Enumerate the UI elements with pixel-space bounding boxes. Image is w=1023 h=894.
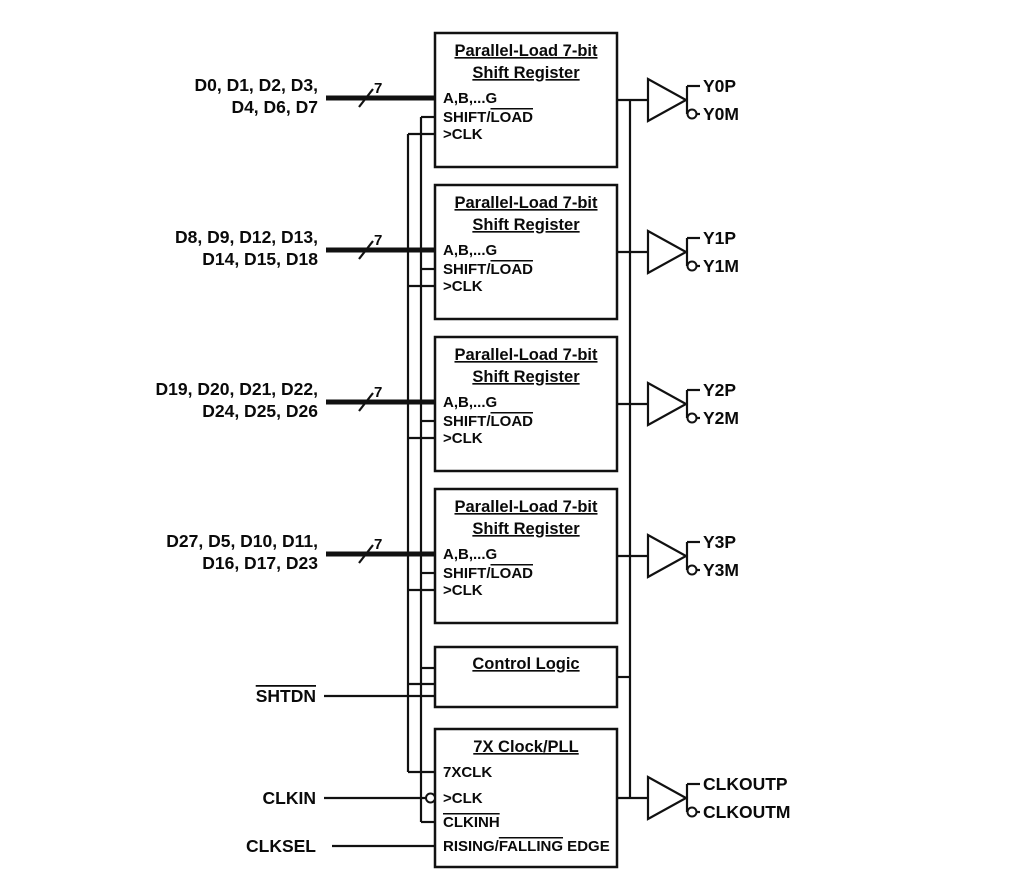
block-title: 7X Clock/PLL	[473, 738, 578, 756]
inversion-bubble-icon	[686, 564, 698, 576]
lvds-output-buffer-2: Y2P Y2M	[617, 380, 739, 428]
register-wires	[326, 392, 435, 440]
pin-clk: >CLK	[443, 430, 483, 447]
pin-clkinh: CLKINH	[443, 814, 500, 831]
pin-data-inputs: A,B,...G	[443, 90, 497, 107]
output-label-m: Y0M	[703, 104, 739, 124]
clksel-input-label: CLKSEL	[246, 836, 316, 856]
output-label-p: Y1P	[703, 228, 736, 248]
shift-register-block-1: Parallel-Load 7-bit Shift Register A,B,.…	[175, 183, 619, 321]
inversion-bubble-icon	[686, 108, 698, 120]
clock-output-buffer: CLKOUTP CLKOUTM	[617, 774, 790, 822]
control-logic-box	[433, 645, 619, 709]
block-title-line2: Shift Register	[472, 368, 580, 386]
bus-width-label: 7	[374, 232, 382, 249]
block-title-line2: Shift Register	[472, 64, 580, 82]
block-title: Control Logic	[472, 655, 579, 673]
data-bus-label-line2: D16, D17, D23	[202, 553, 318, 573]
pll-block: 7X Clock/PLL 7XCLK >CLK CLKINH RISING/FA…	[246, 727, 619, 869]
block-title-line1: Parallel-Load 7-bit	[454, 346, 598, 364]
bus-width-label: 7	[374, 384, 382, 401]
data-bus-label-line1: D19, D20, D21, D22,	[156, 379, 318, 399]
pin-clk: >CLK	[443, 582, 483, 599]
shift-register-block-3: Parallel-Load 7-bit Shift Register A,B,.…	[166, 487, 619, 625]
shtdn-input-label: SHTDN	[256, 686, 316, 706]
inversion-bubble-icon	[686, 806, 698, 818]
lvds-output-buffer-3: Y3P Y3M	[617, 532, 739, 580]
clkout-label-m: CLKOUTM	[703, 802, 790, 822]
data-bus-label-line2: D4, D6, D7	[231, 97, 318, 117]
output-label-m: Y2M	[703, 408, 739, 428]
shift-register-box	[433, 335, 619, 473]
register-wires	[326, 88, 435, 136]
clk-inversion-bubble-icon	[425, 792, 436, 804]
shift-register-block-2: Parallel-Load 7-bit Shift Register A,B,.…	[156, 335, 619, 473]
output-label-p: Y3P	[703, 532, 736, 552]
lvds-output-buffer-1: Y1P Y1M	[617, 228, 739, 276]
buffer-triangle-icon	[646, 381, 689, 427]
pll-wires	[324, 770, 435, 848]
register-wires	[326, 240, 435, 288]
bus-width-label: 7	[374, 80, 382, 97]
block-title-line2: Shift Register	[472, 216, 580, 234]
pin-data-inputs: A,B,...G	[443, 546, 497, 563]
data-bus-label-line1: D27, D5, D10, D11,	[166, 531, 318, 551]
pin-shift-load: SHIFT/LOAD	[443, 413, 533, 430]
clkout-label-p: CLKOUTP	[703, 774, 788, 794]
block-title-line2: Shift Register	[472, 520, 580, 538]
pin-shift-load: SHIFT/LOAD	[443, 565, 533, 582]
buffer-triangle-icon	[646, 77, 689, 123]
lvds-output-buffer-0: Y0P Y0M	[617, 76, 739, 124]
shift-register-block-0: Parallel-Load 7-bit Shift Register A,B,.…	[194, 31, 619, 169]
pin-shift-load: SHIFT/LOAD	[443, 261, 533, 278]
data-bus-label-line1: D0, D1, D2, D3,	[194, 75, 318, 95]
inversion-bubble-icon	[686, 260, 698, 272]
pin-shift-load: SHIFT/LOAD	[443, 109, 533, 126]
output-label-p: Y2P	[703, 380, 736, 400]
pin-clk: >CLK	[443, 790, 483, 807]
output-label-p: Y0P	[703, 76, 736, 96]
buffer-triangle-icon	[646, 533, 689, 579]
control-logic-block: Control Logic SHTDN	[256, 645, 630, 709]
block-title-line1: Parallel-Load 7-bit	[454, 42, 598, 60]
pin-clk: >CLK	[443, 278, 483, 295]
shift-register-box	[433, 31, 619, 169]
data-bus-label-line1: D8, D9, D12, D13,	[175, 227, 318, 247]
block-title-line1: Parallel-Load 7-bit	[454, 194, 598, 212]
output-label-m: Y3M	[703, 560, 739, 580]
data-bus-label-line2: D14, D15, D18	[202, 249, 318, 269]
pin-edge-select: RISING/FALLING EDGE	[443, 838, 610, 855]
pin-7xclk: 7XCLK	[443, 764, 492, 781]
data-bus-label-line2: D24, D25, D26	[202, 401, 318, 421]
shared-wires	[406, 100, 632, 822]
pin-data-inputs: A,B,...G	[443, 242, 497, 259]
inversion-bubble-icon	[686, 412, 698, 424]
output-label-m: Y1M	[703, 256, 739, 276]
register-wires	[326, 544, 435, 592]
pin-data-inputs: A,B,...G	[443, 394, 497, 411]
pin-clk: >CLK	[443, 126, 483, 143]
buffer-triangle-icon	[646, 229, 689, 275]
block-title-line1: Parallel-Load 7-bit	[454, 498, 598, 516]
bus-width-label: 7	[374, 536, 382, 553]
control-wires	[324, 666, 630, 698]
buffer-triangle-icon	[646, 775, 689, 821]
clkin-input-label: CLKIN	[263, 788, 316, 808]
